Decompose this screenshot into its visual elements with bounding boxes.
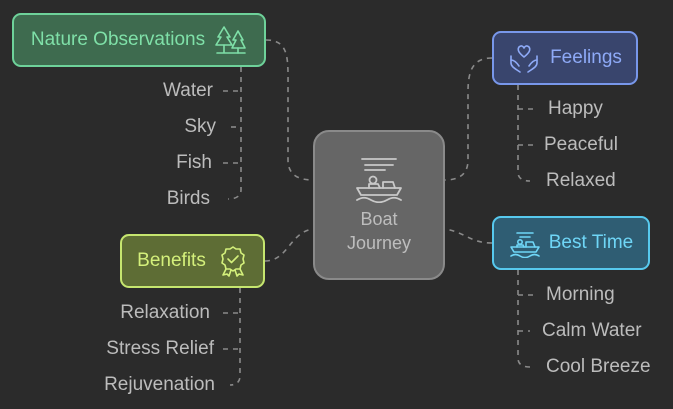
connector-center-feelings — [444, 57, 493, 181]
branch-best-time: Best Time — [492, 216, 650, 270]
leaf-happy: Happy — [548, 98, 603, 119]
branch-label: Nature Observations — [30, 29, 206, 50]
leaf-rejuvenation: Rejuvenation — [104, 374, 215, 395]
leaf-fish: Fish — [176, 152, 212, 173]
leaf-birds: Birds — [166, 188, 210, 209]
center-node: Boat Journey — [313, 130, 445, 280]
connector-center-best-time — [444, 228, 493, 244]
leaf-morning: Morning — [546, 284, 615, 305]
branch-nature-observations: Nature Observations — [12, 13, 266, 67]
connector-center-benefits — [264, 228, 314, 262]
connector-best-time-leaves — [517, 270, 531, 368]
connector-benefits-leaves — [229, 288, 241, 386]
leaf-peaceful: Peaceful — [544, 134, 618, 155]
trees-icon — [215, 25, 247, 55]
leaf-sky: Sky — [184, 116, 216, 137]
connector-center-nature — [265, 39, 314, 181]
leaf-stress-relief: Stress Relief — [106, 338, 214, 359]
leaf-water: Water — [163, 80, 213, 101]
boat-icon — [353, 155, 405, 203]
leaf-relaxed: Relaxed — [546, 170, 616, 191]
leaf-cool-breeze: Cool Breeze — [546, 356, 651, 377]
branch-benefits: Benefits — [120, 234, 265, 288]
center-title-line1: Boat — [360, 209, 398, 229]
branch-label: Feelings — [550, 47, 622, 68]
heart-hands-icon — [508, 42, 540, 74]
badge-icon — [218, 245, 248, 277]
branch-feelings: Feelings — [492, 31, 638, 85]
leaf-calm-water: Calm Water — [542, 320, 642, 341]
connector-nature-leaves — [227, 67, 242, 200]
leaf-relaxation: Relaxation — [120, 302, 210, 323]
connector-feelings-leaves — [517, 85, 531, 182]
branch-label: Best Time — [548, 232, 634, 253]
branch-label: Benefits — [137, 250, 206, 271]
boat-icon — [509, 228, 541, 258]
center-title-line2: Journey — [346, 233, 412, 253]
